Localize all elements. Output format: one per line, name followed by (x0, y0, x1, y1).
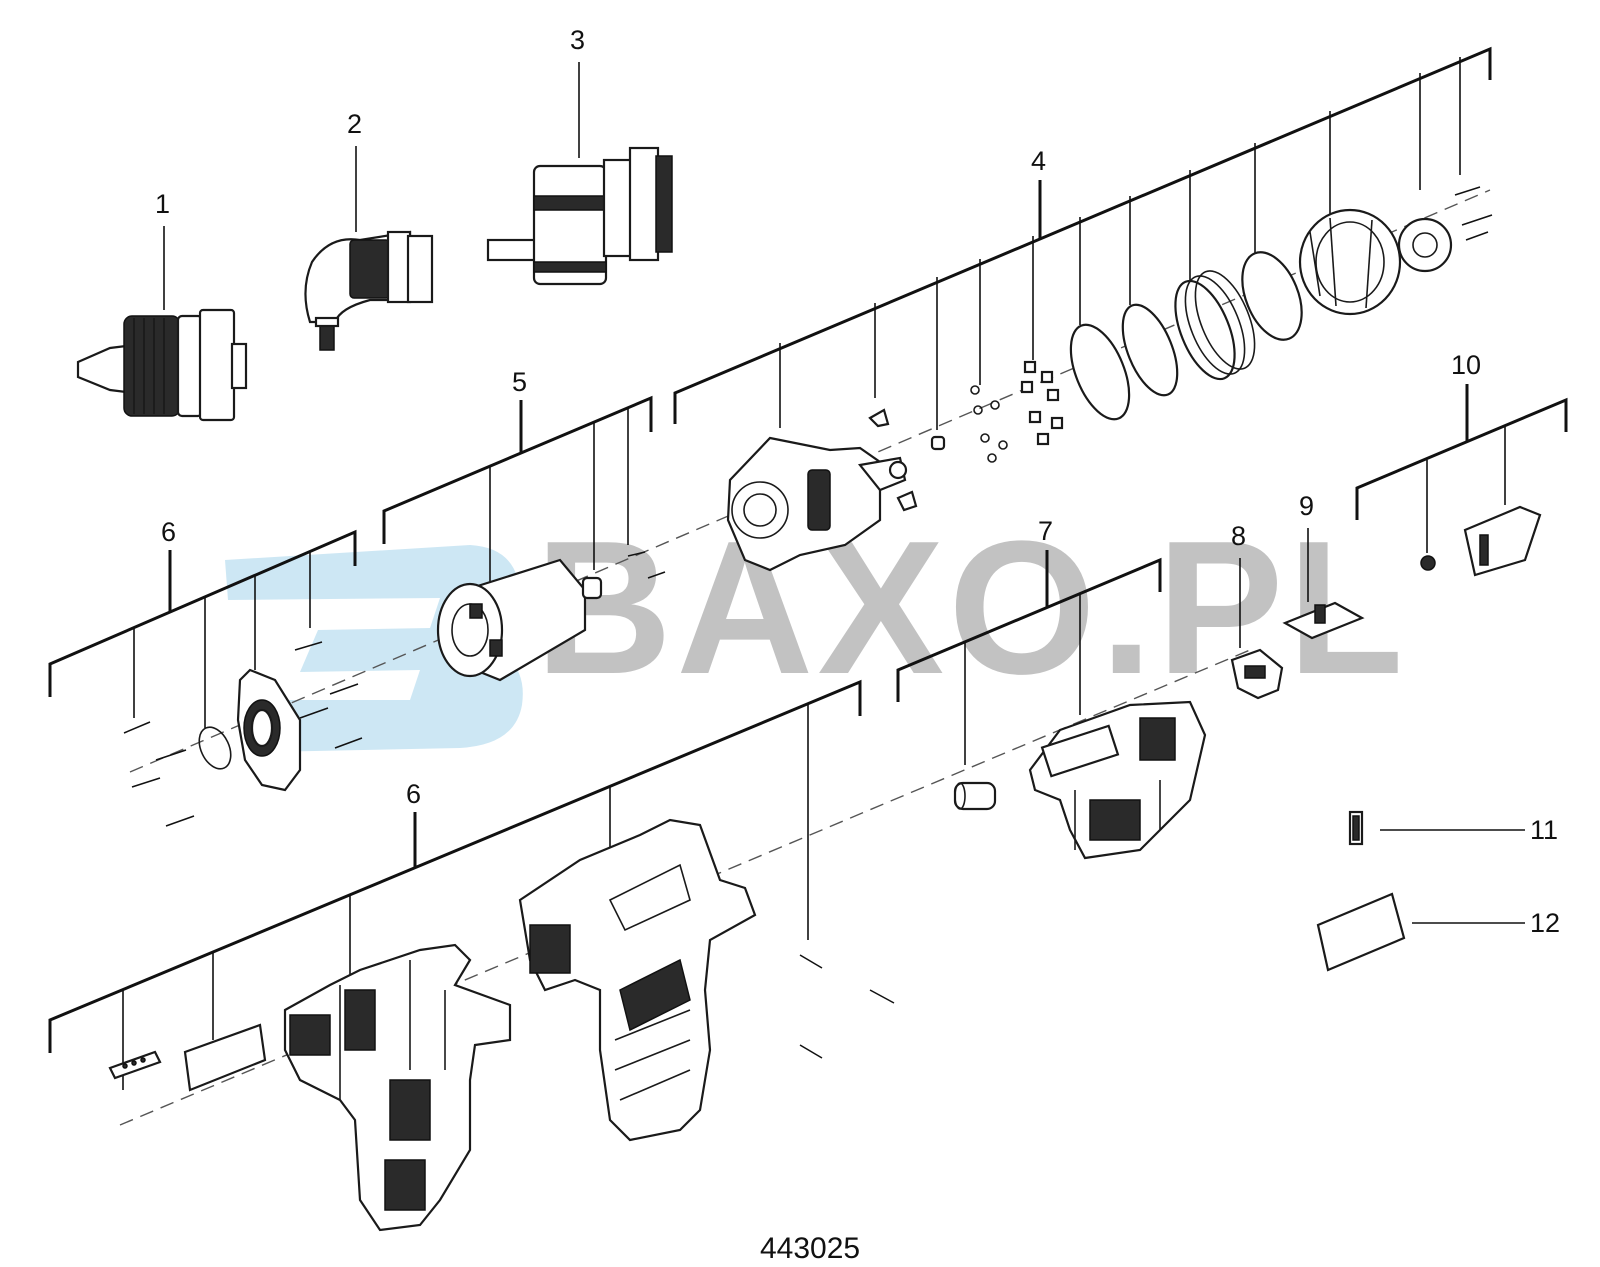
part-8-direction-lever (1230, 648, 1284, 700)
svg-text:12: 12 (1530, 908, 1560, 938)
part-11-contact (1348, 810, 1364, 846)
callout-12: 12 (1412, 908, 1560, 938)
part-name-plate (108, 1050, 162, 1080)
part-switch (1028, 700, 1207, 860)
bracket-belt-clip (1355, 384, 1568, 553)
part-housing-left (283, 943, 512, 1232)
part-ring-plate-1 (1069, 323, 1131, 421)
part-ball-bearings (970, 385, 1008, 463)
part-belt-clip (1463, 505, 1542, 577)
svg-text:6: 6 (161, 517, 176, 547)
part-springs (1174, 270, 1256, 381)
callout-8: 8 (1231, 521, 1246, 648)
callout-11: 11 (1380, 815, 1558, 845)
svg-text:9: 9 (1299, 491, 1314, 521)
callout-7: 7 (1038, 516, 1053, 546)
callout-6-upper: 6 (161, 517, 176, 547)
svg-text:1: 1 (155, 189, 170, 219)
part-right-angle-attachment (304, 230, 434, 351)
part-clutch-gear (1397, 217, 1453, 273)
callout-10: 10 (1451, 350, 1481, 380)
part-12-label (1316, 892, 1406, 972)
part-motor-end-cap (236, 668, 302, 792)
part-housing-screws (799, 954, 895, 1059)
part-washer (930, 435, 946, 451)
bracket-motor-cap (48, 529, 357, 728)
callout-6-lower: 6 (406, 779, 421, 809)
callout-1: 1 (155, 189, 170, 310)
part-clutch-cup (1298, 208, 1402, 316)
part-offset-attachment (486, 146, 673, 286)
callout-2: 2 (347, 109, 362, 232)
svg-text:2: 2 (347, 109, 362, 139)
part-keyless-chuck (76, 308, 248, 422)
part-gearbox-screws (1454, 186, 1493, 241)
svg-text:6: 6 (406, 779, 421, 809)
part-9-led-board (1282, 601, 1365, 640)
part-ferrite-core (953, 781, 997, 811)
part-belt-clip-screw (1420, 555, 1436, 571)
part-motor-screws (627, 551, 666, 579)
svg-text:11: 11 (1530, 815, 1558, 845)
svg-text:7: 7 (1038, 516, 1053, 546)
part-cap-screws (123, 641, 363, 827)
part-label-sticker (183, 1023, 267, 1092)
part-gearbox-housing (726, 436, 908, 572)
bracket-switch-assembly (896, 550, 1162, 765)
part-dc-motor (436, 558, 603, 682)
part-o-ring (198, 726, 232, 770)
svg-text:5: 5 (512, 367, 527, 397)
part-planet-pins (1020, 360, 1064, 446)
callout-9: 9 (1299, 491, 1314, 602)
part-ring-plate-2 (1121, 303, 1179, 397)
callout-3: 3 (570, 25, 585, 158)
drawing-number: 443025 (760, 1232, 860, 1265)
svg-text:10: 10 (1451, 350, 1481, 380)
bracket-motor (382, 395, 653, 590)
bracket-gearbox-assembly (673, 46, 1492, 430)
part-small-clip-lower (896, 490, 918, 512)
part-ring-gear (1241, 251, 1303, 341)
svg-text:8: 8 (1231, 521, 1246, 551)
callout-4: 4 (1031, 146, 1046, 176)
callout-5: 5 (512, 367, 527, 397)
svg-text:3: 3 (570, 25, 585, 55)
part-housing-right (518, 818, 757, 1142)
svg-text:4: 4 (1031, 146, 1046, 176)
part-small-clip-upper (868, 408, 890, 428)
